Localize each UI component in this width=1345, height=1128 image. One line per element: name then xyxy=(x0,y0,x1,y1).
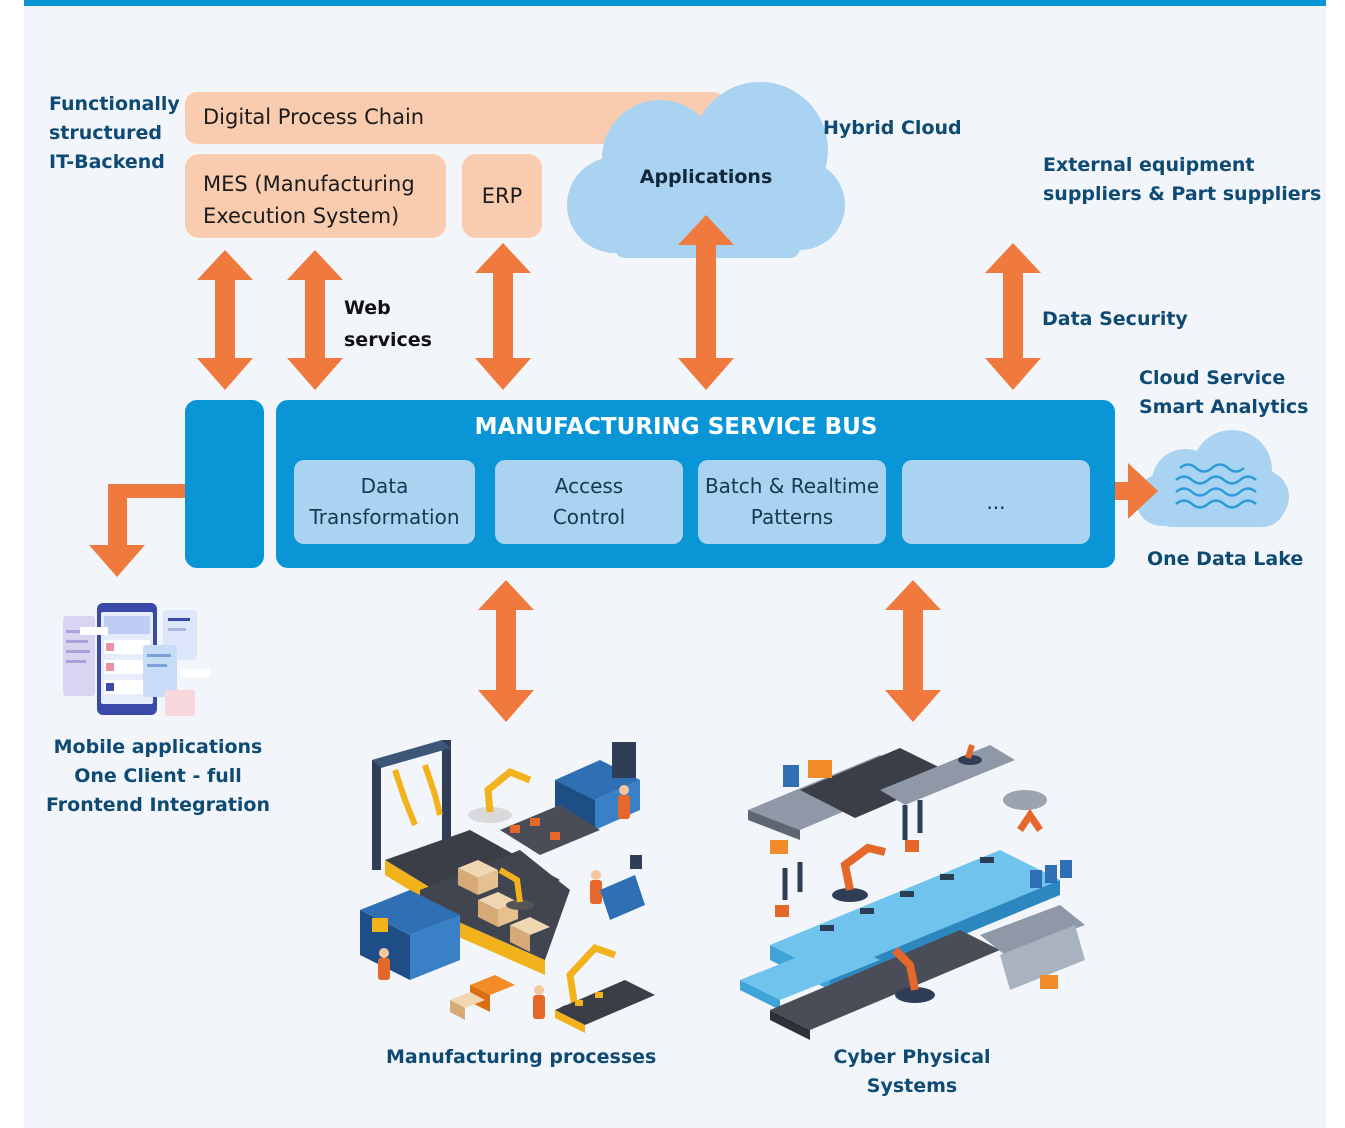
arrow-manufacturing xyxy=(478,580,534,722)
external-suppliers-label: External equipment suppliers & Part supp… xyxy=(1043,154,1322,205)
bus-title: MANUFACTURING SERVICE BUS xyxy=(474,414,878,440)
applications-label: Applications xyxy=(639,166,773,188)
cyber-physical-label: Cyber Physical Systems xyxy=(833,1046,991,1097)
mobile-apps-label: Mobile applications One Client - full Fr… xyxy=(46,736,270,816)
data-security-label: Data Security xyxy=(1042,308,1188,330)
arrow-web-services xyxy=(287,250,343,390)
arrow-mes-bus xyxy=(197,250,253,390)
arrow-data-security xyxy=(985,243,1041,390)
hybrid-cloud-label: Hybrid Cloud xyxy=(823,117,962,139)
erp-box[interactable]: ERP xyxy=(462,154,542,238)
applications-cloud[interactable] xyxy=(567,82,845,258)
backend-label: Functionally structured IT-Backend xyxy=(49,93,180,173)
web-services-label: Web services xyxy=(344,297,432,351)
data-lake-cloud-icon xyxy=(1136,430,1289,527)
bus-connector-block xyxy=(185,400,264,568)
manufacturing-processes-label: Manufacturing processes xyxy=(386,1046,657,1068)
top-accent-bar xyxy=(24,0,1326,6)
one-data-lake-label: One Data Lake xyxy=(1147,548,1304,570)
cloud-service-label: Cloud Service Smart Analytics xyxy=(1139,367,1309,418)
tile-more[interactable]: ... xyxy=(902,460,1090,544)
arrow-applications xyxy=(678,215,734,390)
arrow-cps xyxy=(885,580,941,722)
arrow-erp xyxy=(475,243,531,390)
mes-box[interactable]: MES (Manufacturing Execution System) xyxy=(185,154,446,238)
